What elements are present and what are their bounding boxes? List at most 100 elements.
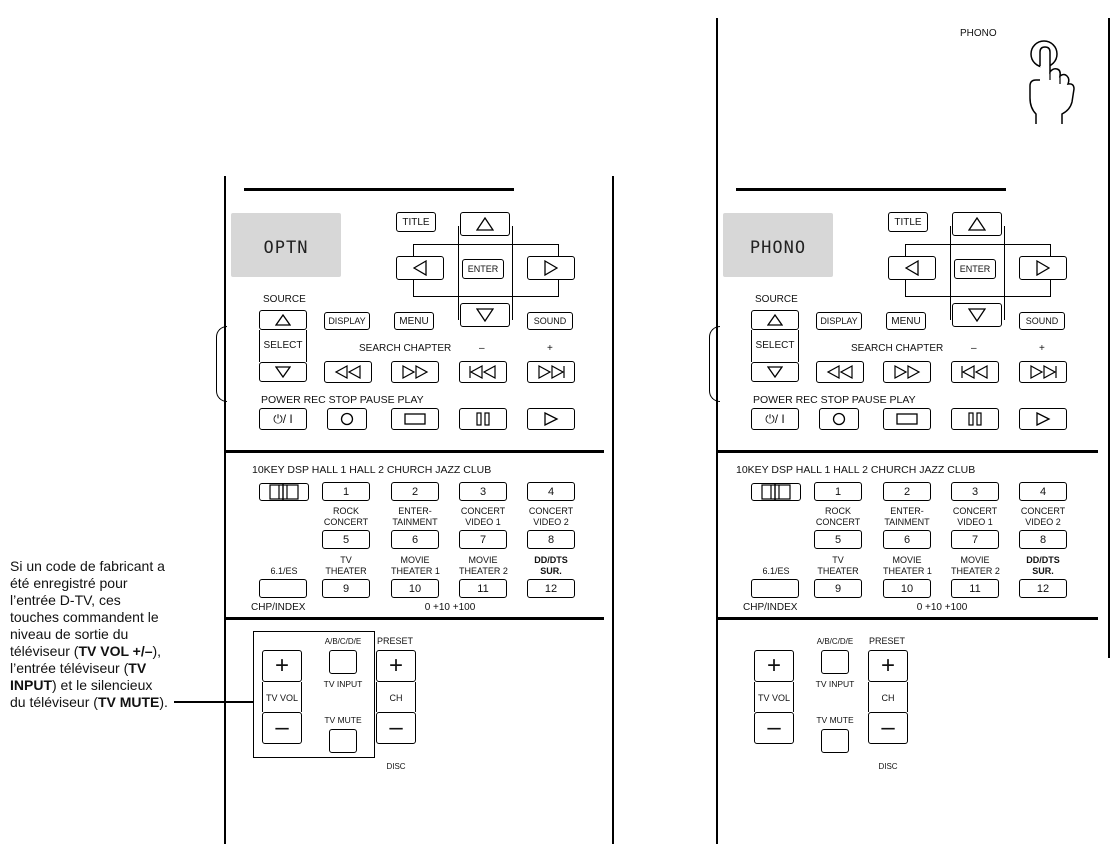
key-2[interactable]: 2 <box>883 482 931 501</box>
search-rewind-button[interactable] <box>816 361 864 383</box>
key-11[interactable]: 11 <box>951 579 999 598</box>
source-up-button[interactable] <box>751 310 799 330</box>
10key-slider[interactable] <box>751 483 801 501</box>
stop-button[interactable] <box>883 408 931 430</box>
source-label: SOURCE <box>263 294 306 305</box>
title-button[interactable]: TITLE <box>396 212 436 232</box>
key-1[interactable]: 1 <box>814 482 862 501</box>
key-7[interactable]: 7 <box>459 530 507 549</box>
key-4[interactable]: 4 <box>527 482 575 501</box>
key-1[interactable]: 1 <box>322 482 370 501</box>
search-forward-button[interactable] <box>883 361 931 383</box>
tv-vol-up-button[interactable]: + <box>262 650 302 682</box>
slider-knob-icon <box>761 484 791 500</box>
source-up-button[interactable] <box>259 310 307 330</box>
cursor-left-button[interactable] <box>888 256 936 280</box>
tv-input-button[interactable] <box>329 650 357 674</box>
display-button[interactable]: DISPLAY <box>324 312 370 330</box>
key-2[interactable]: 2 <box>391 482 439 501</box>
annotation-leader-line <box>174 701 254 703</box>
source-down-button[interactable] <box>751 362 799 382</box>
key-5[interactable]: 5 <box>322 530 370 549</box>
chapter-prev-button[interactable] <box>951 361 999 383</box>
record-icon <box>832 412 846 426</box>
cursor-left-button[interactable] <box>396 256 444 280</box>
6-1-es-label: 6.1/ES <box>762 566 790 576</box>
sound-button[interactable]: SOUND <box>1019 312 1065 330</box>
pause-button[interactable] <box>459 408 507 430</box>
play-icon <box>544 412 559 426</box>
tv-input-label: TV INPUT <box>323 679 363 689</box>
record-button[interactable] <box>327 408 367 430</box>
ch-down-button[interactable]: – <box>868 712 908 744</box>
key-7[interactable]: 7 <box>951 530 999 549</box>
6-1-es-button[interactable] <box>751 579 799 598</box>
key-12[interactable]: 12 <box>527 579 575 598</box>
play-button[interactable] <box>527 408 575 430</box>
chapter-next-button[interactable] <box>1019 361 1067 383</box>
key-3[interactable]: 3 <box>459 482 507 501</box>
key-5-label: ROCK CONCERT <box>323 506 369 527</box>
title-button[interactable]: TITLE <box>888 212 928 232</box>
annotation-bold-tv-input: TV INPUT <box>10 660 147 693</box>
key-9[interactable]: 9 <box>322 579 370 598</box>
key-10[interactable]: 10 <box>883 579 931 598</box>
6-1-es-button[interactable] <box>259 579 307 598</box>
tv-input-button[interactable] <box>821 650 849 674</box>
plus-keys-label: 0 +10 +100 <box>424 602 476 613</box>
tv-vol-down-button[interactable]: – <box>262 712 302 744</box>
key-9[interactable]: 9 <box>814 579 862 598</box>
annotation-line: Si un code de fabricant a été enregistré… <box>10 558 165 659</box>
play-icon <box>1036 412 1051 426</box>
ch-up-button[interactable]: + <box>868 650 908 682</box>
key-10[interactable]: 10 <box>391 579 439 598</box>
cursor-down-button[interactable] <box>952 303 1002 327</box>
10key-slider[interactable] <box>259 483 309 501</box>
chapter-prev-button[interactable] <box>459 361 507 383</box>
menu-button[interactable]: MENU <box>886 312 926 330</box>
annotation-bold-tv-mute: TV MUTE <box>97 694 160 710</box>
power-button[interactable]: ⏻/ I <box>751 408 799 430</box>
key-9-label: TV THEATER <box>817 555 859 576</box>
pause-icon <box>476 412 490 426</box>
enter-button[interactable]: ENTER <box>462 259 504 279</box>
tv-mute-button[interactable] <box>329 729 357 753</box>
key-6[interactable]: 6 <box>883 530 931 549</box>
tv-mute-button[interactable] <box>821 729 849 753</box>
search-chapter-label: SEARCH CHAPTER <box>851 343 944 354</box>
key-4[interactable]: 4 <box>1019 482 1067 501</box>
display-button[interactable]: DISPLAY <box>816 312 862 330</box>
ch-up-button[interactable]: + <box>376 650 416 682</box>
tv-vol-down-button[interactable]: – <box>754 712 794 744</box>
search-forward-button[interactable] <box>391 361 439 383</box>
key-8[interactable]: 8 <box>1019 530 1067 549</box>
rail-left-1 <box>224 176 226 844</box>
cursor-up-button[interactable] <box>952 212 1002 236</box>
tv-vol-up-button[interactable]: + <box>754 650 794 682</box>
key-11[interactable]: 11 <box>459 579 507 598</box>
menu-button[interactable]: MENU <box>394 312 434 330</box>
enter-button[interactable]: ENTER <box>954 259 996 279</box>
key-6[interactable]: 6 <box>391 530 439 549</box>
stop-button[interactable] <box>391 408 439 430</box>
ch-down-button[interactable]: – <box>376 712 416 744</box>
key-12[interactable]: 12 <box>1019 579 1067 598</box>
sound-button[interactable]: SOUND <box>527 312 573 330</box>
cursor-right-button[interactable] <box>1019 256 1067 280</box>
power-button[interactable]: ⏻/ I <box>259 408 307 430</box>
play-button[interactable] <box>1019 408 1067 430</box>
top-rule <box>736 188 1006 191</box>
cursor-right-button[interactable] <box>527 256 575 280</box>
key-5[interactable]: 5 <box>814 530 862 549</box>
key-3[interactable]: 3 <box>951 482 999 501</box>
pause-button[interactable] <box>951 408 999 430</box>
search-rewind-button[interactable] <box>324 361 372 383</box>
chapter-next-button[interactable] <box>527 361 575 383</box>
source-down-button[interactable] <box>259 362 307 382</box>
key-8[interactable]: 8 <box>527 530 575 549</box>
record-button[interactable] <box>819 408 859 430</box>
cursor-down-button[interactable] <box>460 303 510 327</box>
cursor-up-button[interactable] <box>460 212 510 236</box>
rewind-icon <box>826 365 853 379</box>
transport-labels: POWER REC STOP PAUSE PLAY <box>261 394 424 406</box>
